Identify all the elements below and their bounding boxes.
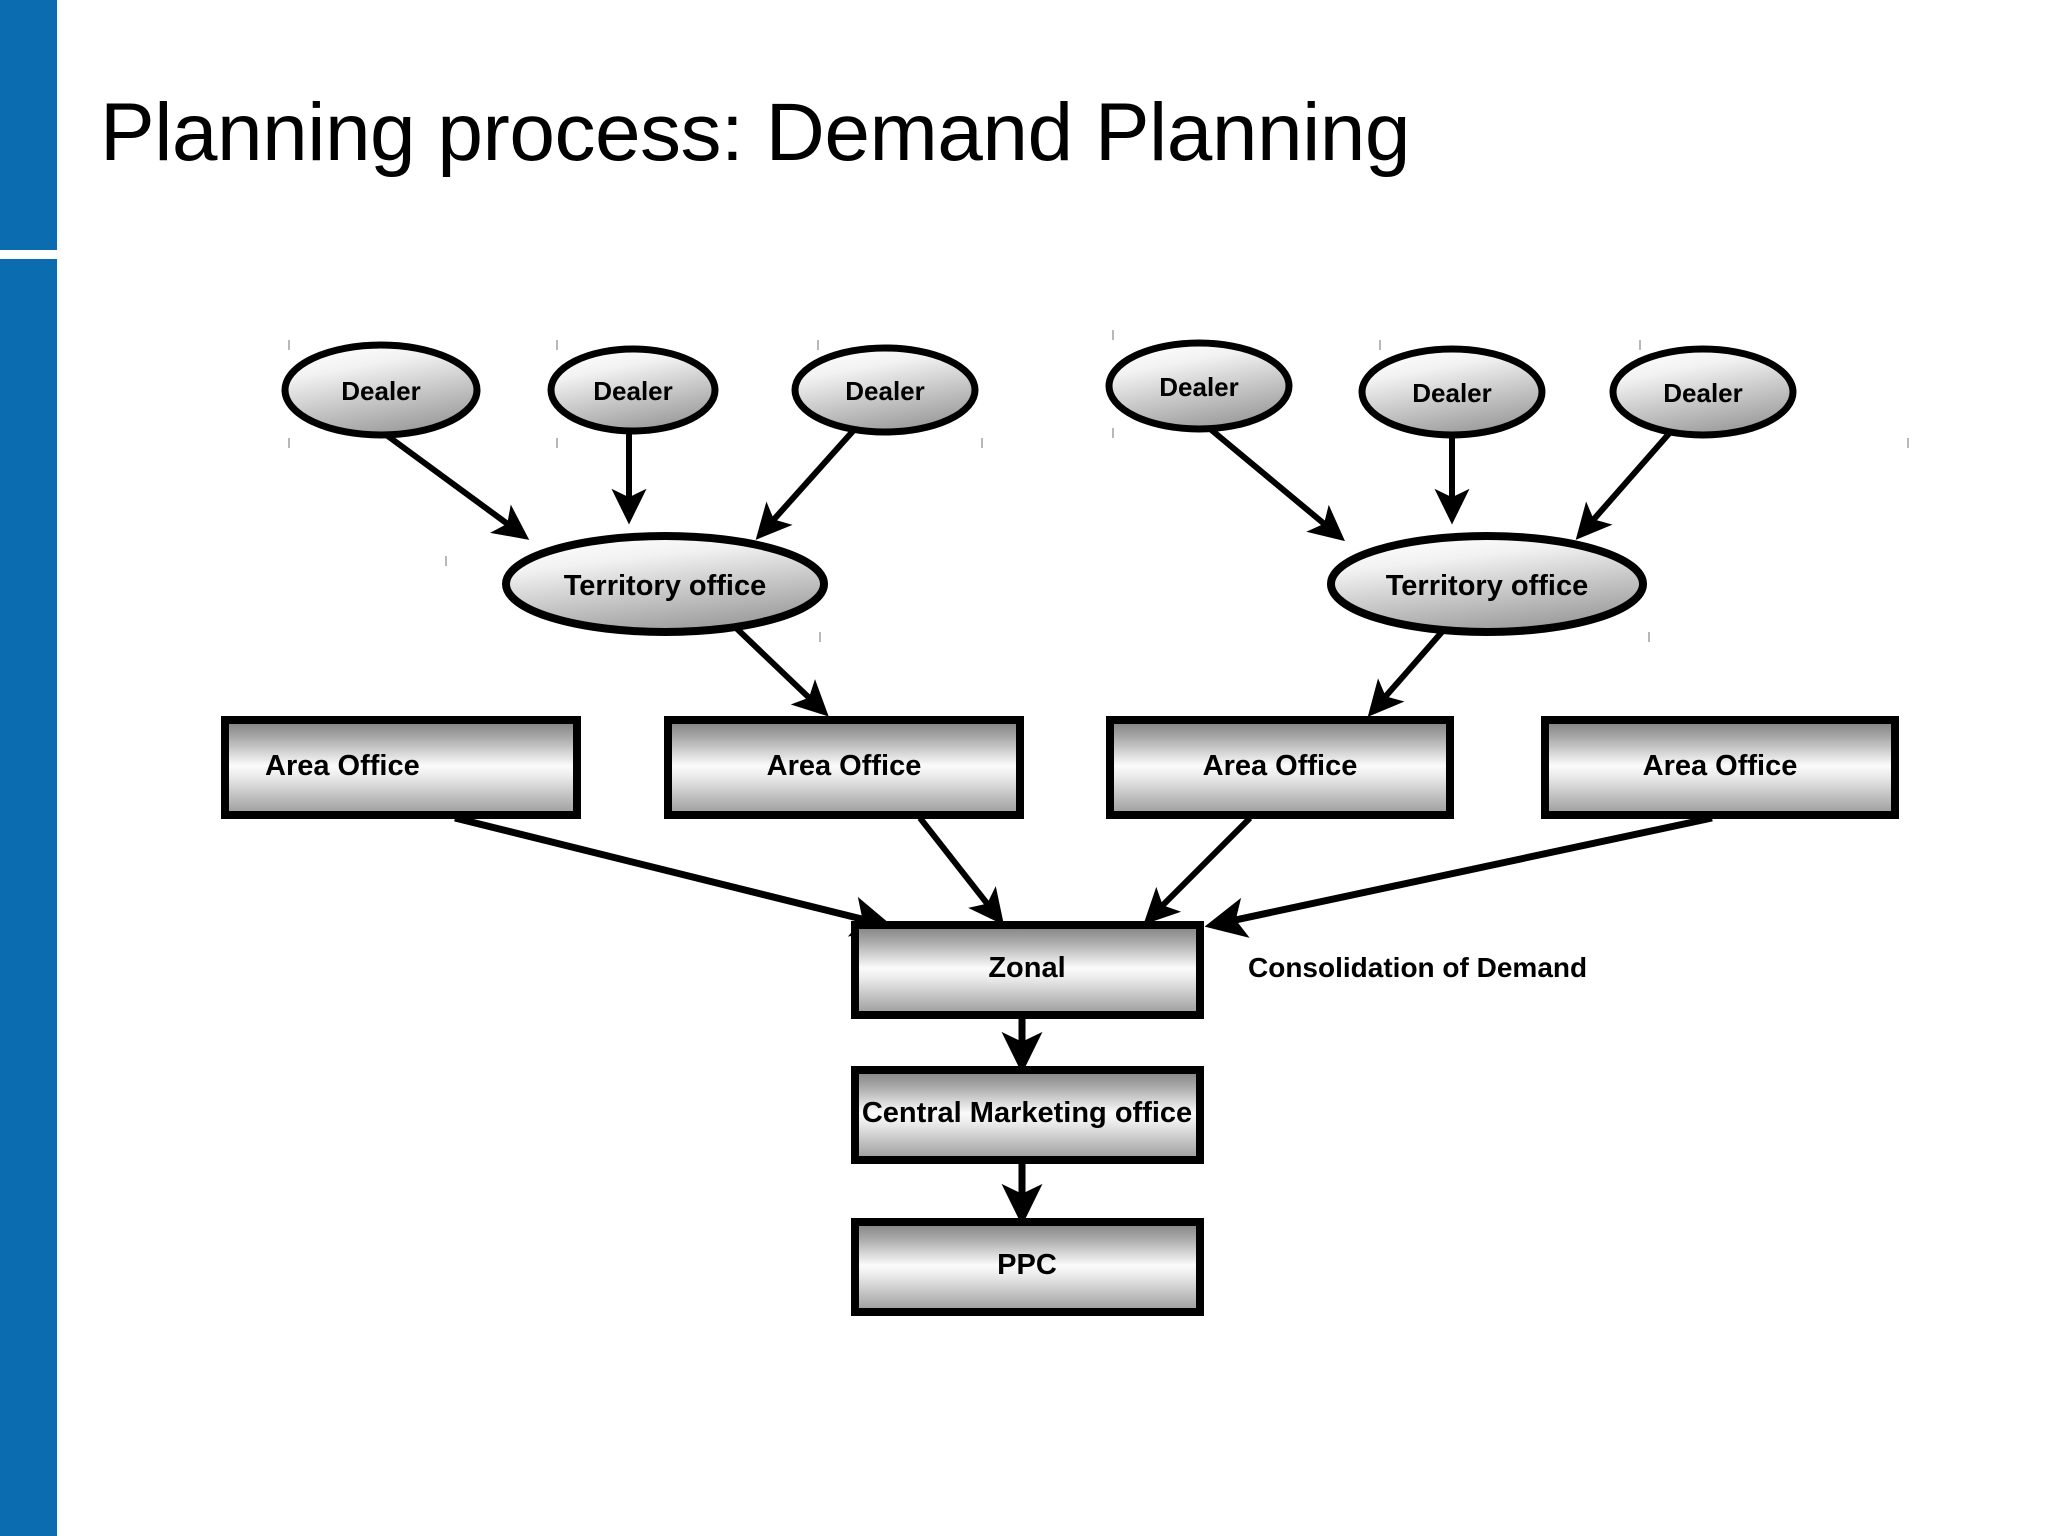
right-dealer-3-label: Dealer xyxy=(1663,378,1743,408)
edge-dealer4-territory-right xyxy=(1195,415,1345,542)
registration-ticks xyxy=(288,330,1909,642)
area-office-4[interactable]: Area Office xyxy=(1541,716,1899,819)
edge-territory-right-area3 xyxy=(1367,623,1451,717)
left-dealer-3[interactable]: Dealer xyxy=(791,344,979,436)
left-dealer-2[interactable]: Dealer xyxy=(547,345,719,435)
edge-area2-zonal xyxy=(917,816,1005,926)
area-office-3-label: Area Office xyxy=(1203,750,1358,782)
right-dealer-2-label: Dealer xyxy=(1412,378,1492,408)
right-territory-office[interactable]: Territory office xyxy=(1327,532,1647,636)
central-marketing-office-label: Central Marketing office xyxy=(862,1097,1192,1129)
area-office-1[interactable]: Area Office xyxy=(221,716,581,819)
area-office-2-label: Area Office xyxy=(767,750,922,782)
right-dealer-1-label: Dealer xyxy=(1159,372,1239,402)
accent-bar-top xyxy=(0,0,57,250)
central-marketing-office-box[interactable]: Central Marketing office xyxy=(851,1066,1204,1164)
page-title: Planning process: Demand Planning xyxy=(100,87,1411,178)
left-territory-office[interactable]: Territory office xyxy=(502,532,828,636)
left-dealer-1-label: Dealer xyxy=(341,376,421,406)
right-dealer-3[interactable]: Dealer xyxy=(1609,345,1797,439)
zonal-box[interactable]: Zonal xyxy=(851,921,1204,1019)
ppc-box[interactable]: PPC xyxy=(851,1218,1204,1316)
area-office-3[interactable]: Area Office xyxy=(1106,716,1454,819)
accent-bar-bottom xyxy=(0,259,57,1536)
left-dealer-3-label: Dealer xyxy=(845,376,925,406)
zonal-label: Zonal xyxy=(988,952,1065,984)
right-dealer-1[interactable]: Dealer xyxy=(1105,339,1293,433)
left-territory-office-label: Territory office xyxy=(564,570,767,602)
right-dealer-2[interactable]: Dealer xyxy=(1358,345,1546,439)
edge-area4-zonal xyxy=(1204,814,1713,938)
area-office-2[interactable]: Area Office xyxy=(664,716,1024,819)
left-dealer-1[interactable]: Dealer xyxy=(281,341,481,439)
edge-area3-zonal xyxy=(1143,815,1253,925)
edge-area1-zonal xyxy=(454,814,894,937)
area-office-4-label: Area Office xyxy=(1643,750,1798,782)
ppc-label: PPC xyxy=(997,1249,1057,1281)
left-dealer-2-label: Dealer xyxy=(593,376,673,406)
consolidation-annotation: Consolidation of Demand xyxy=(1248,952,1587,983)
right-territory-office-label: Territory office xyxy=(1386,570,1589,602)
area-office-1-label: Area Office xyxy=(265,750,420,782)
edge-territory-left-area2 xyxy=(730,622,829,717)
